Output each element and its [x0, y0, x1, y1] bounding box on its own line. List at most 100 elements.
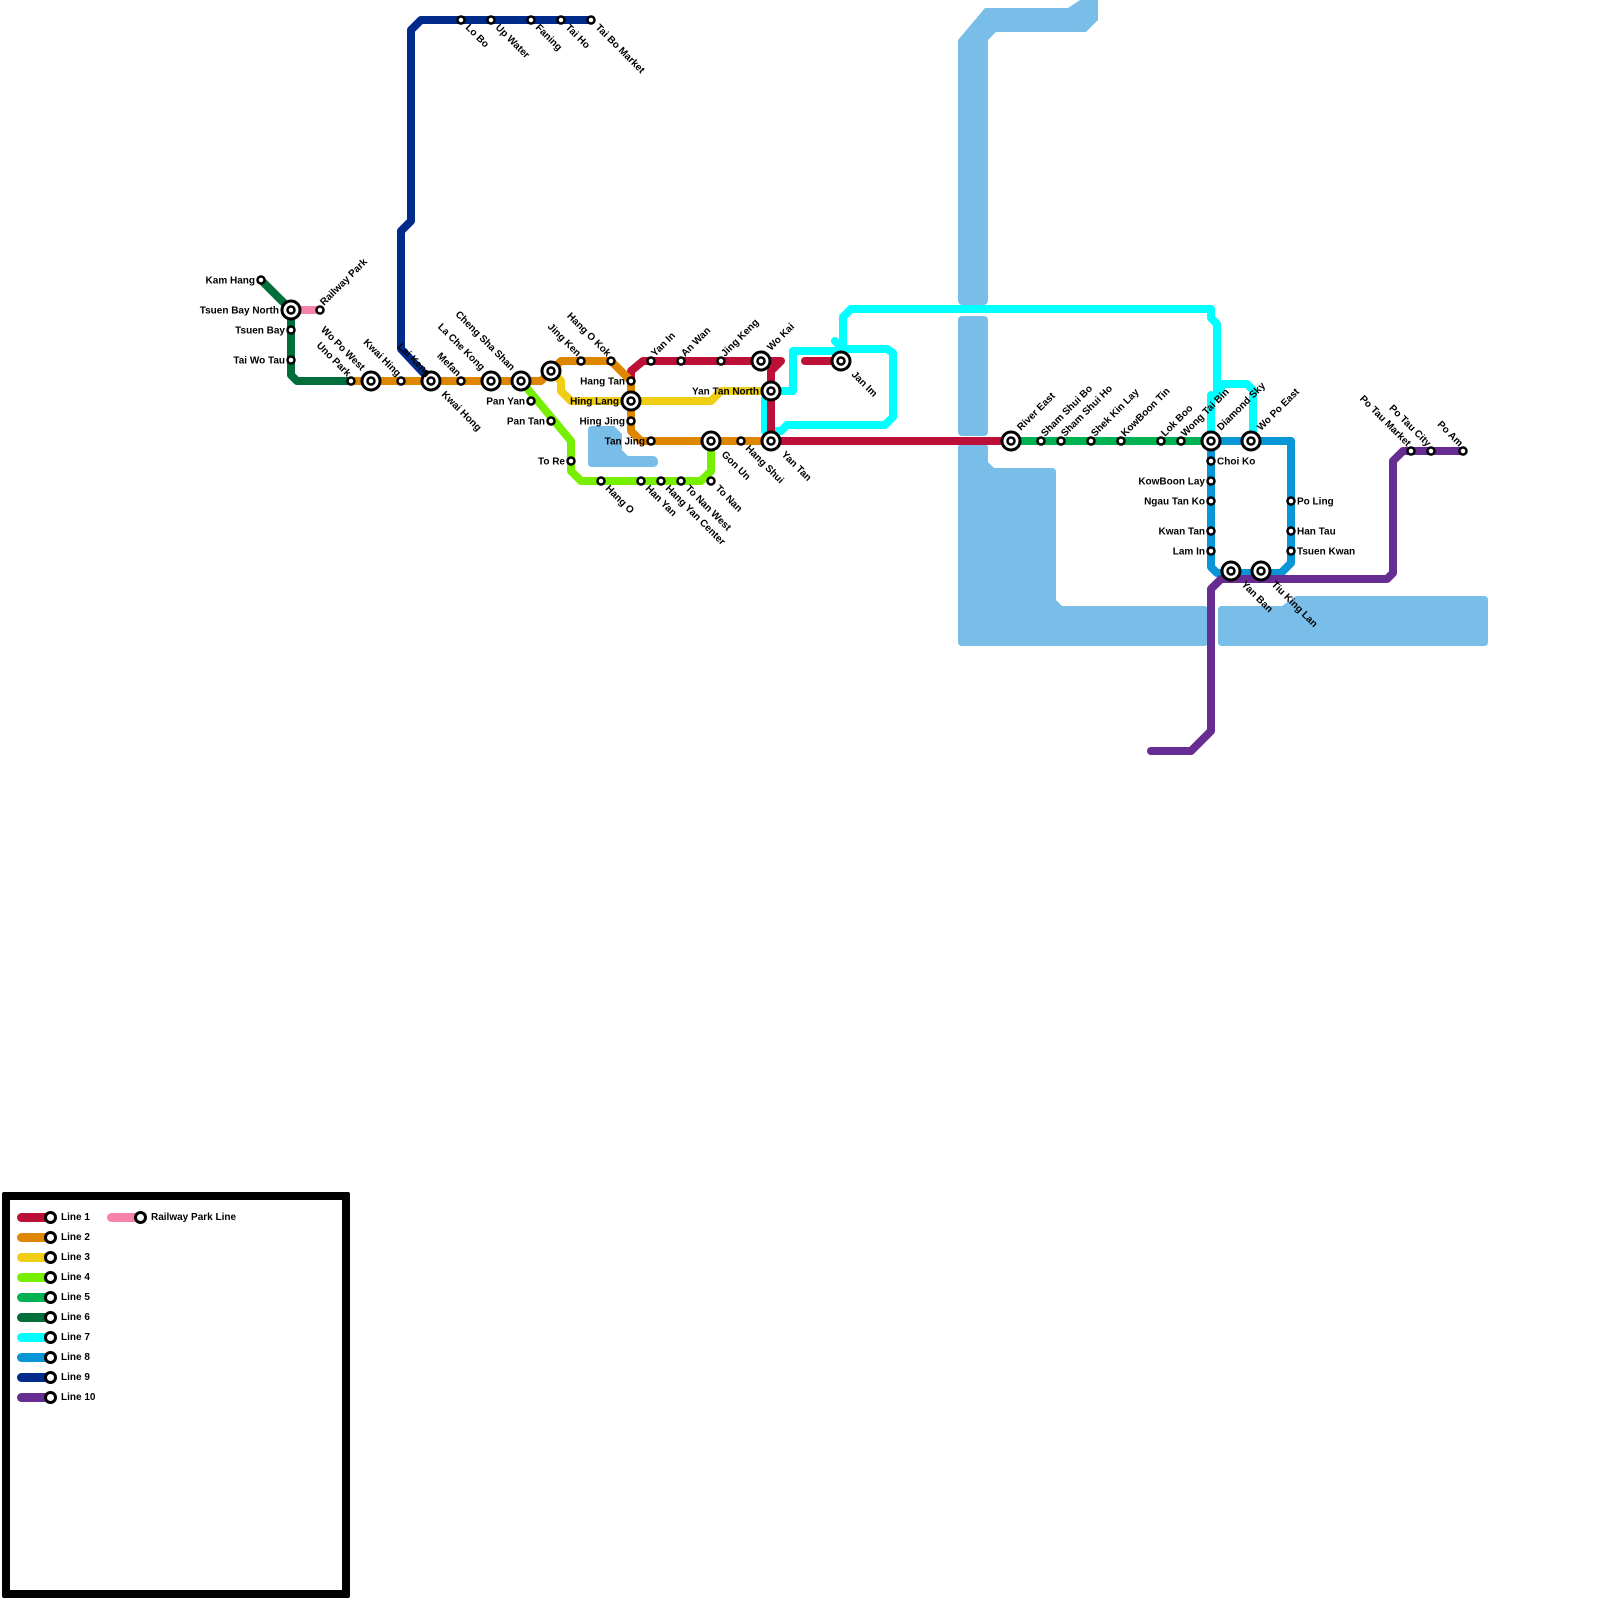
legend-label: Line 4: [61, 1271, 90, 1283]
station-wong-tai-bin[interactable]: [1176, 436, 1186, 446]
interchange-wo-kai[interactable]: [750, 350, 772, 372]
stations: [256, 15, 1468, 582]
station-lam-in[interactable]: [1206, 546, 1216, 556]
legend-swatch: [107, 1210, 147, 1224]
station-to-re[interactable]: [566, 456, 576, 466]
station-tan-jing[interactable]: [646, 436, 656, 446]
station-po-tau-market[interactable]: [1406, 446, 1416, 456]
interchange-hing-lang[interactable]: [620, 390, 642, 412]
station-dot-icon: [44, 1390, 57, 1404]
station-han-yan[interactable]: [636, 476, 646, 486]
station-label: Yan Tan North: [692, 387, 759, 398]
interchange-river-east[interactable]: [1000, 430, 1022, 452]
station-label: Tsuen Bay North: [200, 306, 279, 317]
legend-label: Line 2: [61, 1231, 90, 1243]
station-hang-yan-center[interactable]: [656, 476, 666, 486]
interchange-diamond-sky[interactable]: [1200, 430, 1222, 452]
station-po-tau-city[interactable]: [1426, 446, 1436, 456]
legend-item-railway-park-line: Railway Park Line: [107, 1210, 236, 1224]
station-jing-keng[interactable]: [716, 356, 726, 366]
station-tsuen-bay[interactable]: [286, 325, 296, 335]
legend-swatch: [17, 1210, 57, 1224]
interchange-cheng-sha-shan[interactable]: [510, 370, 532, 392]
line-7: [839, 305, 1257, 445]
station-tai-ho[interactable]: [556, 15, 566, 25]
interchange-kwai-hong[interactable]: [420, 370, 442, 392]
interchange-tiu-king-lan[interactable]: [1250, 560, 1272, 582]
legend-label: Railway Park Line: [151, 1211, 237, 1223]
station-label: Tai Bo Market: [593, 22, 647, 76]
station-an-wan[interactable]: [676, 356, 686, 366]
legend-item-line-2: Line 2: [17, 1230, 90, 1244]
station-kwan-tan[interactable]: [1206, 526, 1216, 536]
interchange-cheng-sha-shan-pt[interactable]: [540, 360, 562, 382]
station-kwai-hing[interactable]: [396, 376, 406, 386]
line-10: [1147, 447, 1467, 755]
station-hang-o-kok[interactable]: [606, 356, 616, 366]
station-label: Hang O: [603, 483, 636, 516]
station-mefan[interactable]: [456, 376, 466, 386]
station-sham-shui-bo[interactable]: [1036, 436, 1046, 446]
station-pan-yan[interactable]: [526, 396, 536, 406]
station-tsuen-kwan[interactable]: [1286, 546, 1296, 556]
interchange-yan-tan-north[interactable]: [760, 380, 782, 402]
station-uno-park[interactable]: [346, 376, 356, 386]
station-railway-park[interactable]: [315, 305, 325, 315]
station-dot-icon: [44, 1370, 57, 1384]
station-label: KowBoon Lay: [1138, 477, 1205, 488]
station-pan-tan[interactable]: [546, 416, 556, 426]
legend-label: Line 5: [61, 1291, 90, 1303]
station-label: Tan Jing: [605, 437, 645, 448]
station-yan-in[interactable]: [646, 356, 656, 366]
interchange-tsuen-bay-north[interactable]: [280, 299, 302, 321]
station-tai-wo-tau[interactable]: [286, 355, 296, 365]
line-9: [397, 16, 595, 385]
station-label: Han Tau: [1297, 527, 1336, 538]
station-label: Tai Wo Tau: [233, 356, 285, 367]
station-up-water[interactable]: [486, 15, 496, 25]
legend-swatch: [17, 1270, 57, 1284]
interchange-yan-ban[interactable]: [1220, 560, 1242, 582]
station-label: Up Water: [493, 22, 532, 61]
station-label: Kam Hang: [206, 276, 255, 287]
legend-label: Line 3: [61, 1251, 90, 1263]
interchange-la-che-kong[interactable]: [480, 370, 502, 392]
station-to-nan-west[interactable]: [676, 476, 686, 486]
station-to-nan[interactable]: [706, 476, 716, 486]
station-kowboon-tin[interactable]: [1116, 436, 1126, 446]
line-7c: [761, 337, 897, 435]
station-label: Lai Keng: [395, 341, 433, 379]
interchange-yan-tan[interactable]: [760, 430, 782, 452]
station-kowboon-lay[interactable]: [1206, 476, 1216, 486]
legend-item-line-6: Line 6: [17, 1310, 90, 1324]
legend-swatch: [17, 1330, 57, 1344]
station-choi-ko[interactable]: [1206, 456, 1216, 466]
legend-swatch: [17, 1370, 57, 1384]
station-shek-kin-lay[interactable]: [1086, 436, 1096, 446]
station-hang-tan[interactable]: [626, 376, 636, 386]
interchange-gon-un[interactable]: [700, 430, 722, 452]
station-han-tau[interactable]: [1286, 526, 1296, 536]
station-ngau-tan-ko[interactable]: [1206, 496, 1216, 506]
legend-item-line-8: Line 8: [17, 1350, 90, 1364]
interchange-wo-po-west[interactable]: [360, 370, 382, 392]
interchange-wo-po-east[interactable]: [1240, 430, 1262, 452]
station-hing-jing[interactable]: [626, 416, 636, 426]
station-label: Hang Shui: [743, 443, 786, 486]
station-hang-o[interactable]: [596, 476, 606, 486]
station-lok-boo[interactable]: [1156, 436, 1166, 446]
station-lo-bo[interactable]: [456, 15, 466, 25]
interchange-jan-im[interactable]: [830, 350, 852, 372]
water-river-mid: [958, 316, 988, 436]
station-faning[interactable]: [526, 15, 536, 25]
station-sham-shui-ho[interactable]: [1056, 436, 1066, 446]
station-jing-ken[interactable]: [576, 356, 586, 366]
water-lake: [588, 426, 658, 467]
station-po-ling[interactable]: [1286, 496, 1296, 506]
station-hang-shui[interactable]: [736, 436, 746, 446]
station-po-am[interactable]: [1458, 446, 1468, 456]
station-kam-hang[interactable]: [256, 275, 266, 285]
water-bay-south: [958, 444, 1208, 646]
station-tai-bo-market[interactable]: [586, 15, 596, 25]
legend-label: Line 6: [61, 1311, 90, 1323]
